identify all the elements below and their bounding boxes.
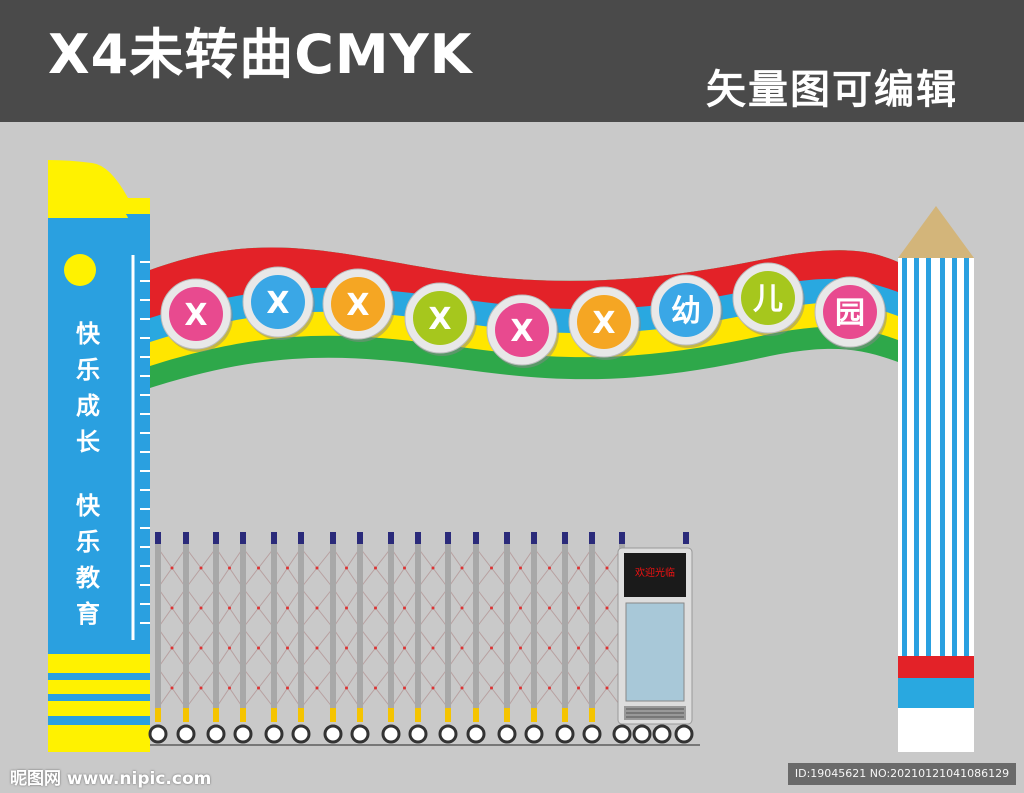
arch-circle-label: 园: [835, 296, 865, 331]
slogan-char: 快: [76, 320, 100, 348]
arch-circle-label: X: [266, 286, 289, 321]
welcome-sign: 欢迎光临: [635, 568, 675, 579]
pillar-slogan: 快 乐 成 长 快 乐 教 育: [64, 316, 112, 632]
guard-booth: [617, 547, 693, 725]
arch-circle-label: X: [510, 314, 533, 349]
arch-circle: X: [322, 268, 395, 342]
header-bar: X4未转曲CMYK 矢量图可编辑: [0, 0, 1024, 122]
watermark-id: ID:19045621 NO:20210121041086129: [788, 763, 1016, 785]
slogan-char: 乐: [76, 528, 100, 556]
left-pillar: [48, 160, 150, 752]
page-title: X4未转曲CMYK: [48, 23, 473, 86]
arch-circle-label: 幼: [671, 294, 701, 329]
arch-circle: X: [568, 286, 641, 360]
arch-circle: 园: [814, 276, 887, 350]
retractable-gate: [148, 532, 700, 746]
arch-circle: X: [160, 278, 233, 352]
slogan-char: 乐: [76, 356, 100, 384]
arch-circle-label: X: [346, 288, 369, 323]
arch-circle: X: [486, 294, 559, 368]
arch-circle: 幼: [650, 274, 723, 348]
page-subtitle: 矢量图可编辑: [706, 67, 958, 113]
arch-circle: 儿: [732, 262, 805, 336]
slogan-char: 成: [76, 392, 100, 420]
sun-dot: [64, 254, 96, 286]
arch-circle: X: [404, 282, 477, 356]
arch-circle-label: 儿: [753, 282, 783, 317]
slogan-char: 快: [76, 492, 100, 520]
arch-circle: X: [242, 266, 315, 340]
right-pillar: [898, 206, 974, 752]
arch-circle-label: X: [184, 298, 207, 333]
arch-circle-label: X: [592, 306, 615, 341]
slogan-char: 长: [76, 428, 100, 456]
arch-circle-label: X: [428, 302, 451, 337]
watermark-site: 昵图网 www.nipic.com: [10, 769, 212, 789]
slogan-char: 育: [76, 600, 100, 628]
pencil-tip: [898, 206, 974, 258]
slogan-char: 教: [76, 564, 100, 592]
